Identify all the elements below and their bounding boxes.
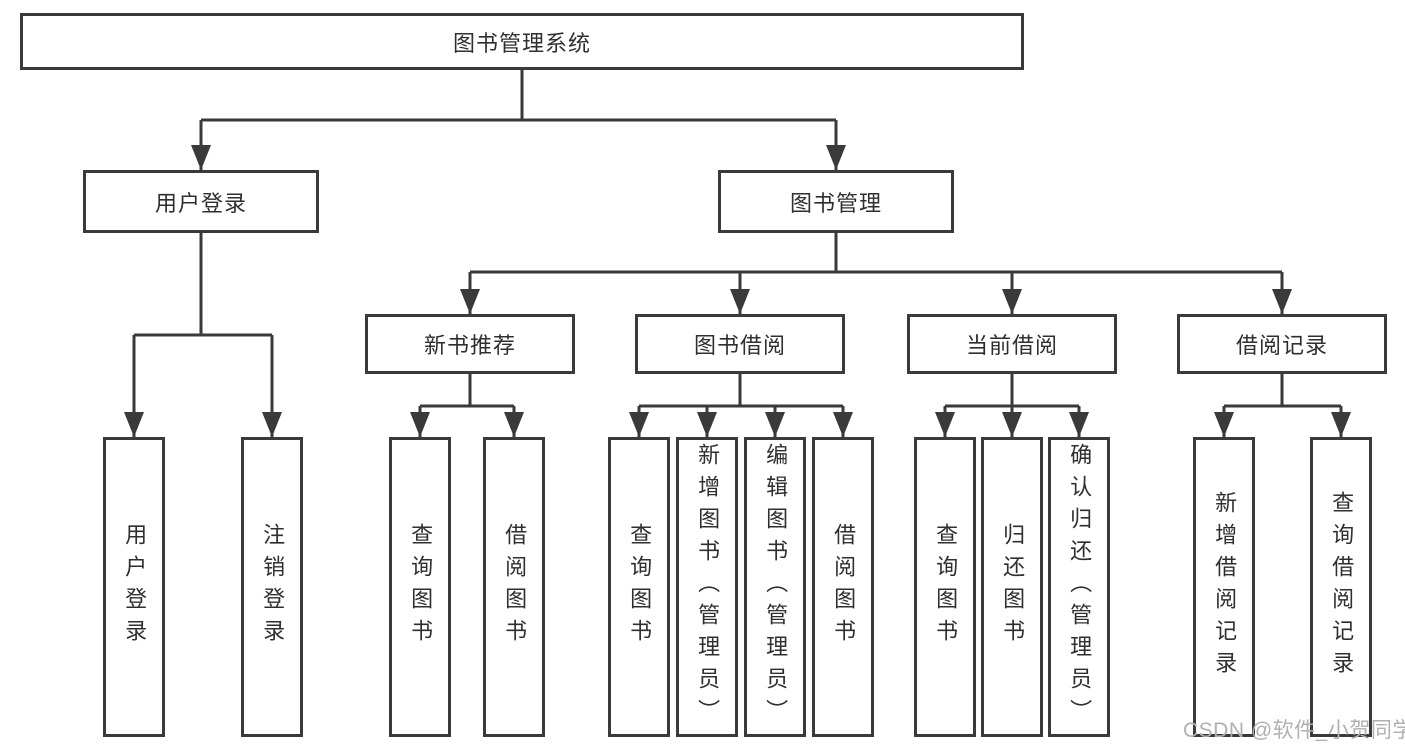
node-new-book-recommend: 新书推荐 bbox=[365, 314, 575, 374]
node-return-books: 归还图书 bbox=[981, 437, 1043, 737]
node-user-login-action: 用户登录 bbox=[103, 437, 165, 737]
node-query-books-borrow-label: 查询图书 bbox=[627, 523, 653, 651]
node-borrowing-records: 借阅记录 bbox=[1177, 314, 1387, 374]
node-edit-book-admin: 编辑图书（管理员） bbox=[744, 437, 806, 737]
node-query-books-recommend-label: 查询图书 bbox=[408, 523, 434, 651]
node-borrow-books-borrow: 借阅图书 bbox=[812, 437, 874, 737]
node-query-books-current-label: 查询图书 bbox=[933, 523, 959, 651]
node-logout-label: 注销登录 bbox=[260, 523, 286, 651]
node-query-borrow-record: 查询借阅记录 bbox=[1310, 437, 1372, 737]
node-user-login: 用户登录 bbox=[83, 170, 319, 233]
csdn-watermark: CSDN @软件_小贺同学 bbox=[1183, 719, 1405, 742]
node-borrow-books-recommend-label: 借阅图书 bbox=[502, 523, 528, 651]
node-book-management: 图书管理 bbox=[718, 170, 954, 233]
node-borrow-books-borrow-label: 借阅图书 bbox=[831, 523, 857, 651]
node-add-book-admin-label: 新增图书（管理员） bbox=[695, 443, 721, 731]
node-borrow-books-recommend: 借阅图书 bbox=[483, 437, 545, 737]
node-query-books-borrow: 查询图书 bbox=[608, 437, 670, 737]
node-edit-book-admin-label: 编辑图书（管理员） bbox=[763, 443, 789, 731]
node-confirm-return-admin-label: 确认归还（管理员） bbox=[1067, 443, 1093, 731]
node-current-borrowing: 当前借阅 bbox=[907, 314, 1117, 374]
node-confirm-return-admin: 确认归还（管理员） bbox=[1048, 437, 1110, 737]
node-return-books-label: 归还图书 bbox=[1000, 523, 1026, 651]
node-library-system: 图书管理系统 bbox=[20, 13, 1024, 70]
node-add-borrow-record: 新增借阅记录 bbox=[1193, 437, 1255, 737]
node-book-borrowing: 图书借阅 bbox=[635, 314, 845, 374]
node-user-login-action-label: 用户登录 bbox=[122, 523, 148, 651]
node-query-books-recommend: 查询图书 bbox=[389, 437, 451, 737]
node-query-borrow-record-label: 查询借阅记录 bbox=[1329, 491, 1355, 683]
node-logout: 注销登录 bbox=[241, 437, 303, 737]
node-add-borrow-record-label: 新增借阅记录 bbox=[1212, 491, 1238, 683]
node-query-books-current: 查询图书 bbox=[914, 437, 976, 737]
node-add-book-admin: 新增图书（管理员） bbox=[676, 437, 738, 737]
